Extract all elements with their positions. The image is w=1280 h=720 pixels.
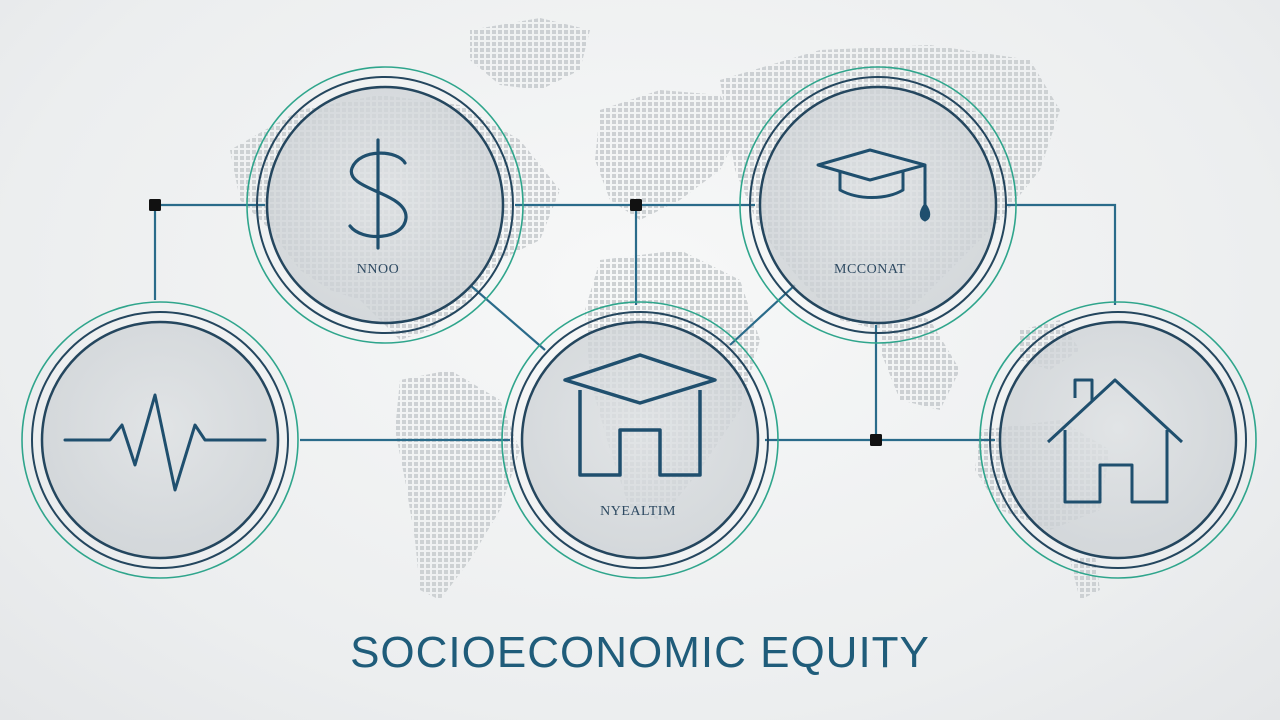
dollar-sign-icon [348,138,408,250]
connector-income-center [469,284,546,351]
node-income [246,66,524,344]
graduation-cap-icon [816,148,931,222]
house-icon [1046,378,1184,504]
junction-square [870,434,882,446]
connector-education-housing [1005,203,1117,305]
node-health [21,301,299,579]
node-education [739,66,1017,344]
node-center [501,301,779,579]
house-with-roof-icon [563,353,717,477]
diagram-title: SOCIOECONOMIC EQUITY [350,628,930,677]
junction-points [149,199,882,446]
node-label-center: NYEALTIM [600,504,676,519]
node-label-income: NNOO [356,262,400,277]
connector-education-center [729,284,796,346]
connector-lines [153,203,1117,442]
heartbeat-icon [63,393,267,492]
node-housing [979,301,1257,579]
junction-square [149,199,161,211]
junction-square [630,199,642,211]
node-label-education: MCCONAT [834,262,906,277]
